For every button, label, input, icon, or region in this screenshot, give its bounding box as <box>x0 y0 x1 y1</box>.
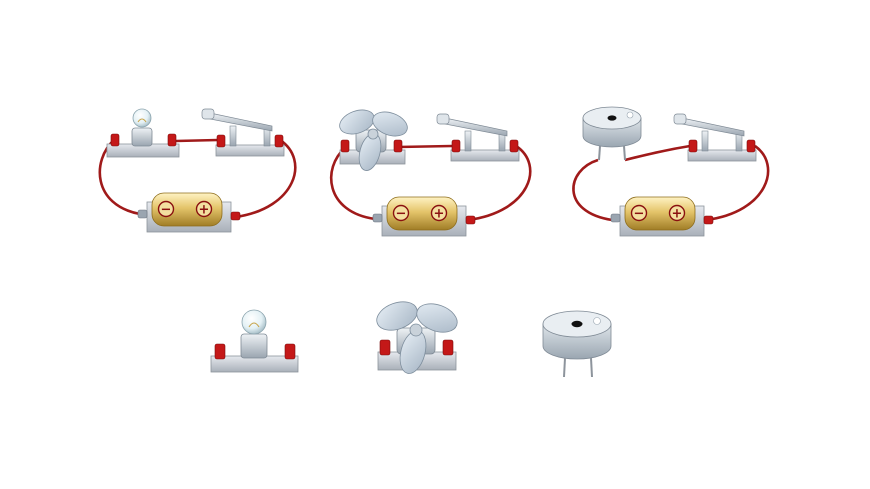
negative-symbol: − <box>161 203 172 218</box>
wire <box>397 144 453 149</box>
terminal <box>746 139 756 153</box>
negative-symbol: − <box>396 207 407 222</box>
terminal <box>703 215 714 225</box>
circuit-bulb: − + <box>98 108 297 233</box>
positive-symbol: + <box>199 203 210 218</box>
terminal <box>509 139 519 153</box>
terminal <box>688 139 698 153</box>
battery-holder: − + <box>137 192 241 233</box>
fan-icon <box>339 109 408 171</box>
terminal <box>372 213 383 223</box>
terminal <box>110 133 120 147</box>
terminal <box>137 209 148 219</box>
negative-terminal-icon <box>392 204 410 222</box>
standalone-buzzer <box>542 310 612 378</box>
terminal <box>167 133 177 147</box>
negative-symbol: − <box>634 207 645 222</box>
negative-terminal-icon <box>157 200 175 218</box>
circuit-buzzer: − + <box>572 106 770 237</box>
wire <box>624 144 691 162</box>
fan-icon <box>376 301 458 374</box>
wire <box>175 138 219 143</box>
switch-handle <box>436 113 450 125</box>
fan-on-base <box>339 109 408 171</box>
terminal <box>230 211 241 221</box>
battery-holder: − + <box>610 196 714 237</box>
light-bulb-icon <box>132 108 152 128</box>
negative-terminal-icon <box>630 204 648 222</box>
positive-symbol: + <box>434 207 445 222</box>
terminal <box>610 213 621 223</box>
wire <box>235 138 297 219</box>
positive-symbol: + <box>672 207 683 222</box>
terminal <box>340 139 350 153</box>
switch-handle <box>673 113 687 125</box>
positive-terminal-icon <box>668 204 686 222</box>
circuit-fan: − + <box>330 109 532 237</box>
buzzer <box>582 106 642 161</box>
bulb-on-base <box>106 108 180 158</box>
terminal <box>274 134 284 148</box>
standalone-bulb <box>210 309 299 373</box>
wire <box>467 144 532 222</box>
terminal <box>214 343 226 360</box>
buzzer-hole-icon <box>571 320 583 328</box>
wire <box>572 158 613 222</box>
battery-holder: − + <box>372 196 476 237</box>
positive-terminal-icon <box>430 204 448 222</box>
wire <box>705 144 770 222</box>
light-bulb-icon <box>241 309 267 335</box>
standalone-fan <box>376 301 458 374</box>
terminal <box>465 215 476 225</box>
terminal <box>216 134 226 148</box>
knife-switch <box>673 113 757 162</box>
terminal <box>379 339 391 356</box>
switch-handle <box>201 108 215 120</box>
knife-switch <box>201 108 285 157</box>
terminal <box>451 139 461 153</box>
knife-switch <box>436 113 520 162</box>
terminal <box>442 339 454 356</box>
buzzer-hole-icon <box>607 115 617 121</box>
terminal <box>393 139 403 153</box>
wire <box>330 147 376 221</box>
terminal <box>284 343 296 360</box>
positive-terminal-icon <box>195 200 213 218</box>
